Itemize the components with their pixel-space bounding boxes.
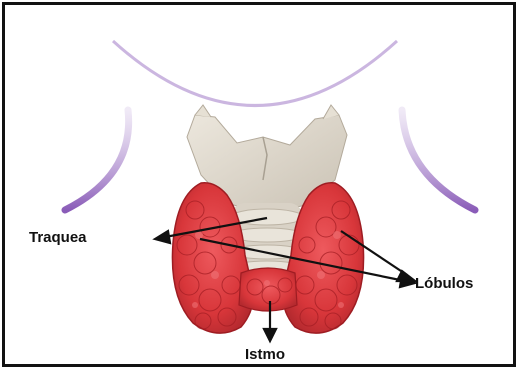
lobes-arrowhead-right bbox=[397, 271, 415, 281]
thyroid-diagram: Traquea Lóbulos Istmo bbox=[5, 5, 513, 364]
isthmus-arrowhead bbox=[264, 329, 276, 341]
label-trachea: Traquea bbox=[29, 229, 87, 246]
label-isthmus: Istmo bbox=[245, 346, 285, 363]
trachea-arrowhead bbox=[155, 231, 170, 243]
label-lobes: Lóbulos bbox=[415, 275, 473, 292]
neck-right-outline bbox=[402, 110, 475, 210]
neck-left-outline bbox=[65, 110, 129, 210]
jaw-outline bbox=[113, 41, 397, 106]
